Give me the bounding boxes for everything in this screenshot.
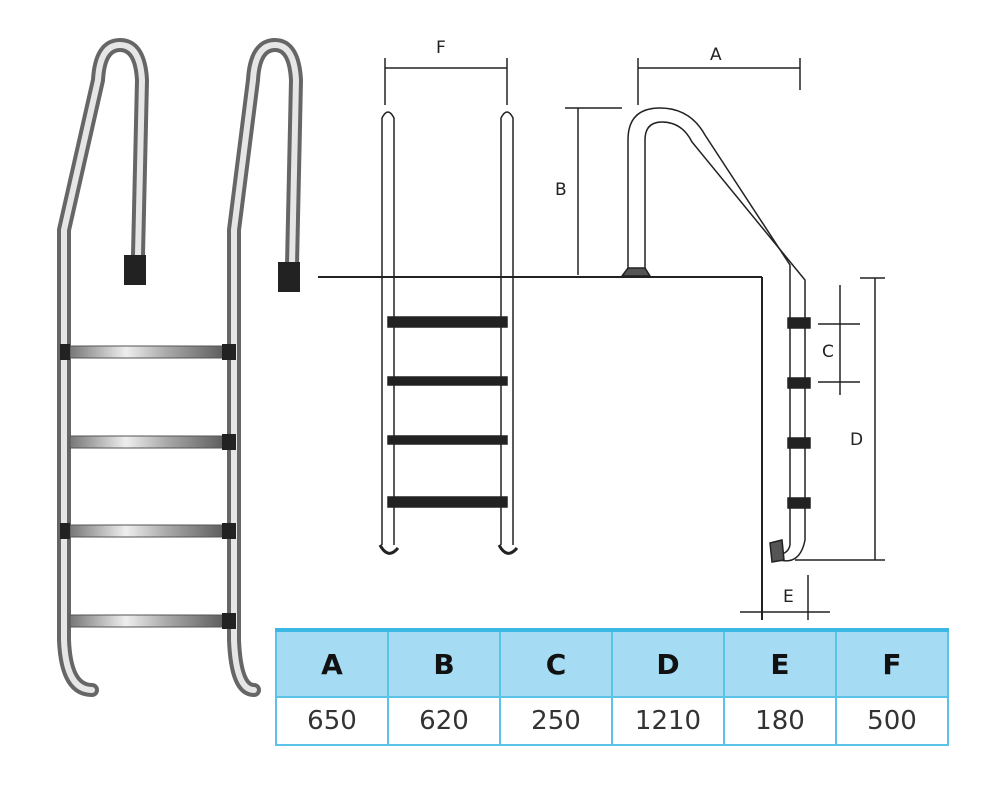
value-c: 250 [499,696,613,746]
dimensions-table: A B C D E F 650 620 250 1210 180 500 [275,628,949,746]
table-row: 650 620 250 1210 180 500 [275,696,949,746]
front-view-drawing [318,58,762,555]
dimension-label-e: E [783,587,794,607]
header-f: F [835,629,949,698]
dimension-label-a: A [710,45,722,65]
value-e: 180 [723,696,837,746]
dimension-label-b: B [555,180,567,200]
value-b: 620 [387,696,501,746]
table-header-row: A B C D E F [275,629,949,698]
dimension-label-c: C [822,342,834,362]
ladder-photo [57,37,304,697]
value-f: 500 [835,696,949,746]
header-b: B [387,629,501,698]
dimension-label-f: F [436,38,446,58]
side-view-drawing [620,58,885,620]
value-d: 1210 [611,696,725,746]
header-a: A [275,629,389,698]
header-e: E [723,629,837,698]
header-c: C [499,629,613,698]
header-d: D [611,629,725,698]
value-a: 650 [275,696,389,746]
dimension-label-d: D [850,430,864,450]
